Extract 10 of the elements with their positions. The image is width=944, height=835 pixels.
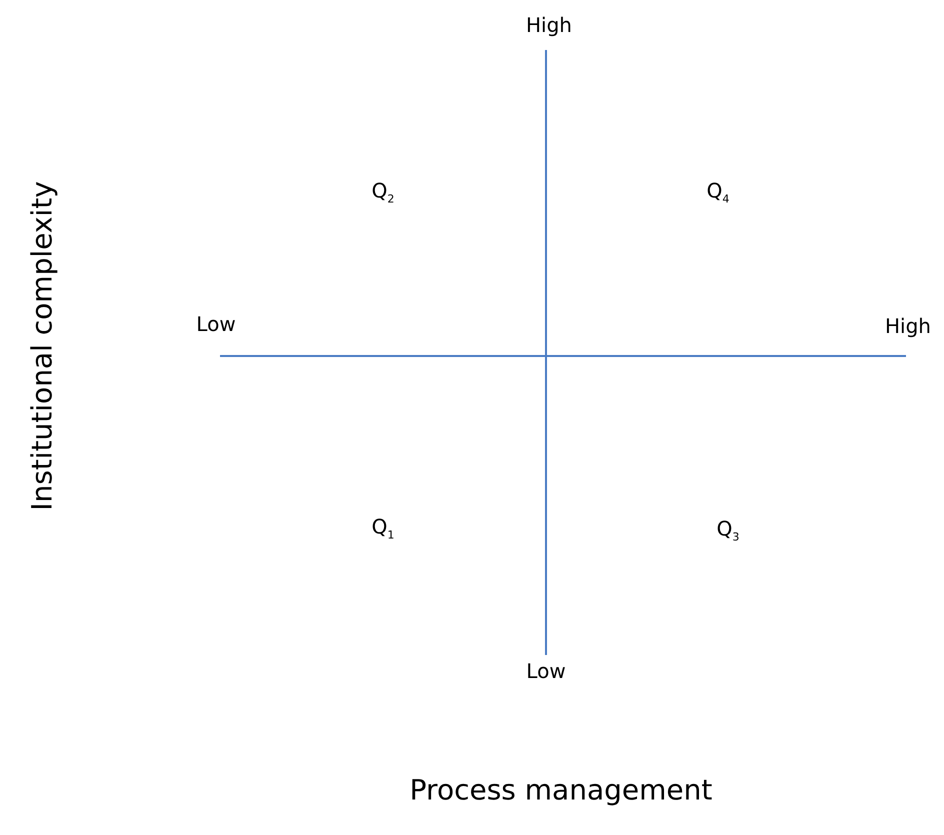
axis-title: Process management — [410, 774, 712, 806]
quadrant-label: Q$_{2}$ — [372, 178, 394, 206]
axis-end-label: High — [885, 314, 931, 338]
axis-title: Institutional complexity — [26, 181, 58, 511]
axis-end-label: Low — [526, 659, 566, 683]
axis-end-label: Low — [196, 312, 236, 336]
axis-end-label: High — [526, 13, 572, 37]
quadrant-label: Q$_{4}$ — [706, 178, 730, 206]
quadrant-label: Q$_{1}$ — [372, 514, 394, 542]
quadrant-label: Q$_{3}$ — [716, 516, 740, 544]
